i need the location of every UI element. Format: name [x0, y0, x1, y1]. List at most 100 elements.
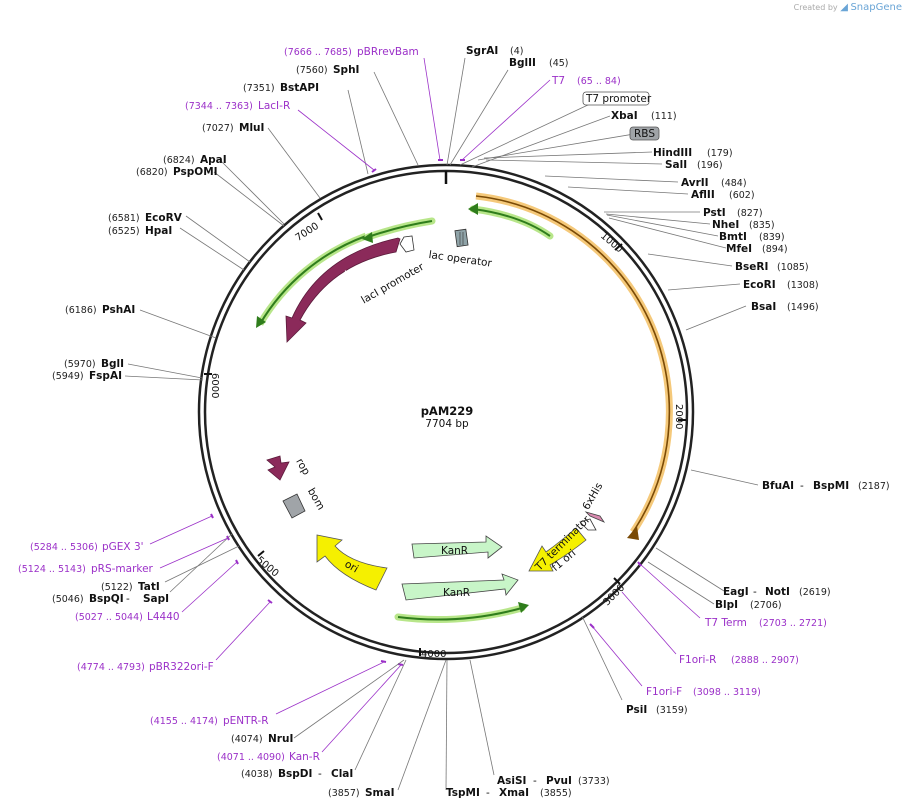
- feature-orf-bottom: [394, 602, 529, 624]
- primer-pbr322ori-f-pos: (4774 .. 4793): [77, 662, 145, 673]
- site-bfuai-sep: -: [800, 480, 804, 492]
- site-bglii-pos: (45): [549, 58, 569, 69]
- brand-name: SnapGene: [850, 2, 902, 13]
- site-ecorv-pos: (6581): [108, 213, 140, 224]
- site-xmai: XmaI: [499, 787, 529, 799]
- site-sphi-pos: (7560): [296, 65, 328, 76]
- feature-label-kanr-2: KanR: [443, 587, 470, 599]
- site-eagi-pos: (2619): [799, 587, 831, 598]
- site-aflii: AflII: [691, 189, 715, 201]
- site-clai: ClaI: [331, 768, 353, 780]
- site-bmti-pos: (839): [759, 232, 785, 243]
- primer-prs-marker-pos: (5124 .. 5143): [18, 564, 86, 575]
- site-asisi-sep: -: [533, 775, 537, 787]
- site-pshai: PshAI: [102, 304, 135, 316]
- site-smai: SmaI: [365, 787, 395, 799]
- site-asisi: AsiSI: [497, 775, 526, 787]
- site-asisi-pos: (3733): [578, 776, 610, 787]
- site-bspdi: BspDI: [278, 768, 312, 780]
- site-apai: ApaI: [200, 154, 227, 166]
- feature-kanr-1: KanR: [411, 535, 503, 559]
- site-fspai-pos: (5949): [52, 371, 84, 382]
- ruler-label-3000: 3000: [602, 582, 628, 608]
- backbone-outer-ring: [197, 163, 695, 661]
- arrowhead-icon: [518, 602, 529, 613]
- site-tati: TatI: [138, 581, 160, 593]
- site-bspqi-pos: (5046): [52, 594, 84, 605]
- tick-1000: [614, 243, 623, 251]
- primer-pbrrevbam: pBRrevBam: [357, 46, 419, 58]
- primer-mark: [380, 660, 387, 663]
- site-bspdi-pos: (4038): [241, 769, 273, 780]
- site-bfuai: BfuAI: [762, 480, 794, 492]
- site-psii: PsiI: [626, 704, 647, 716]
- primer-pentr-r: pENTR-R: [223, 715, 269, 727]
- arrowhead-icon: [627, 526, 639, 540]
- primer-t7-pos: (65 .. 84): [577, 76, 621, 87]
- ruler-label-7000: 7000: [294, 221, 321, 244]
- site-xbai-pos: (111): [651, 111, 677, 122]
- feature-label-kanr-1: KanR: [441, 545, 468, 557]
- plasmid-length: 7704 bp: [425, 418, 469, 430]
- site-bsai: BsaI: [751, 301, 776, 313]
- site-nrui-pos: (4074): [231, 734, 263, 745]
- site-bspdi-sep: -: [318, 768, 322, 780]
- ruler-label-5000: 5000: [254, 555, 281, 580]
- site-mfei-pos: (894): [762, 244, 788, 255]
- site-tspmi-pos: (3855): [540, 788, 572, 799]
- primer-prs-marker: pRS-marker: [91, 563, 154, 575]
- primer-mark: [267, 599, 273, 604]
- site-sali-pos: (196): [697, 160, 723, 171]
- site-sgrai: SgrAI: [466, 45, 498, 57]
- site-pspomi-pos: (6820): [136, 167, 168, 178]
- site-psti-pos: (827): [737, 208, 763, 219]
- primer-laci-r-pos: (7344 .. 7363): [185, 101, 253, 112]
- site-avrii: AvrII: [681, 177, 709, 189]
- site-bsai-pos: (1496): [787, 302, 819, 313]
- site-bgli-pos: (5970): [64, 359, 96, 370]
- primer-f1ori-f: F1ori-F: [646, 686, 682, 698]
- site-bspqi: BspQI: [89, 593, 124, 605]
- primer-mark: [637, 561, 642, 567]
- site-pvui: PvuI: [546, 775, 572, 787]
- site-bstapi: BstAPI: [280, 82, 319, 94]
- primer-t7-term-pos: (2703 .. 2721): [759, 618, 827, 629]
- site-hindiii: HindIII: [653, 147, 692, 159]
- site-ecori-pos: (1308): [787, 280, 819, 291]
- site-xbai: XbaI: [611, 110, 638, 122]
- feature-label-bom: bom: [305, 486, 327, 512]
- feature-label-ori: ori: [342, 558, 360, 575]
- primer-pentr-r-pos: (4155 .. 4174): [150, 716, 218, 727]
- primer-labels: (7666 .. 7685) pBRrevBam T7 (65 .. 84) (…: [18, 46, 827, 763]
- primer-l4440-pos: (5027 .. 5044): [75, 612, 143, 623]
- ruler-label-4000: 4000: [421, 649, 446, 660]
- site-eagi-sep: -: [753, 586, 757, 598]
- plasmid-name: pAM229: [421, 404, 474, 418]
- site-bstapi-pos: (7351): [243, 83, 275, 94]
- site-bspmi: BspMI: [813, 480, 849, 492]
- tick-7000: [317, 212, 323, 221]
- enzyme-leaders: [124, 57, 759, 791]
- feature-label-lac-operator: lac operator: [428, 249, 493, 270]
- feature-ori: ori: [316, 534, 388, 591]
- site-hpai: HpaI: [145, 225, 172, 237]
- boxed-labels: T7 promoter RBS: [582, 91, 660, 141]
- site-apai-pos: (6824): [163, 155, 195, 166]
- site-tspmi: TspMI: [446, 787, 480, 799]
- site-sgrai-pos: (4): [510, 46, 523, 57]
- site-mlui: MluI: [239, 122, 264, 134]
- ruler-label-2000: 2000: [673, 404, 684, 429]
- arrowhead-icon: [468, 203, 478, 215]
- site-eagi: EagI: [723, 586, 749, 598]
- site-bmti: BmtI: [719, 231, 747, 243]
- site-tati-pos: (5122): [101, 582, 133, 593]
- rbs-box: [629, 126, 660, 141]
- site-bspqi-sep: -: [126, 593, 130, 605]
- site-aflii-pos: (602): [729, 190, 755, 201]
- arrowhead-icon: [256, 316, 266, 328]
- site-bglii: BglII: [509, 57, 536, 69]
- site-bfuai-pos: (2187): [858, 481, 890, 492]
- tick-5000: [257, 550, 265, 557]
- site-psti: PstI: [703, 207, 726, 219]
